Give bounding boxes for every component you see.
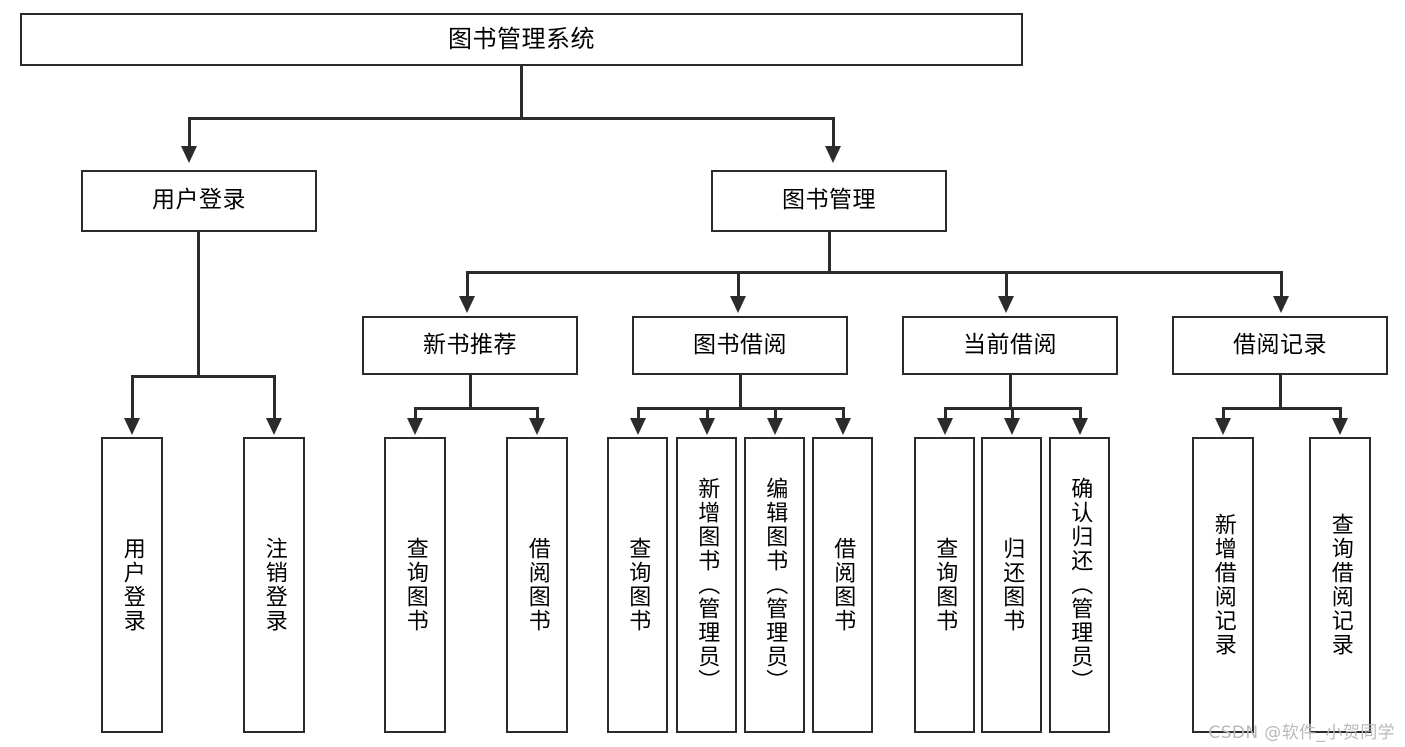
node-label: 图书管理 <box>782 187 876 214</box>
connector-br-stem <box>1279 375 1282 407</box>
leaf-bb-edit-book-admin[interactable]: 编辑图书（管理员） <box>744 437 805 733</box>
node-label: 注销登录 <box>261 537 287 633</box>
connector-nbr-branch-2 <box>536 407 539 420</box>
node-borrow-record[interactable]: 借阅记录 <box>1172 316 1388 375</box>
arrowhead-bb-leaf-4 <box>835 418 851 435</box>
arrowhead-cb-leaf-1 <box>937 418 953 435</box>
node-label: 借阅记录 <box>1233 331 1327 358</box>
arrowhead-user-login <box>181 146 197 163</box>
connector-nbr-bus <box>414 407 538 410</box>
node-book-management-system[interactable]: 图书管理系统 <box>20 13 1023 66</box>
node-new-book-recommend[interactable]: 新书推荐 <box>362 316 578 375</box>
connector-br-branch-2 <box>1339 407 1342 420</box>
connector-bb-stem <box>739 375 742 407</box>
node-label: 用户登录 <box>119 537 145 633</box>
connector-bb-bus <box>637 407 844 410</box>
node-book-borrow[interactable]: 图书借阅 <box>632 316 848 375</box>
node-label: 新增借阅记录 <box>1210 513 1236 657</box>
leaf-user-login[interactable]: 用户登录 <box>101 437 163 733</box>
connector-bm-branch-1 <box>466 271 469 298</box>
arrowhead-nbr-leaf-2 <box>529 418 545 435</box>
arrowhead-book-management <box>825 146 841 163</box>
connector-root-bus <box>188 117 834 120</box>
arrowhead-br-leaf-1 <box>1215 418 1231 435</box>
connector-bm-branch-3 <box>1005 271 1008 298</box>
node-label: 借阅图书 <box>830 537 856 633</box>
node-label: 图书管理系统 <box>448 25 595 54</box>
node-label: 新书推荐 <box>423 331 517 358</box>
connector-bb-branch-1 <box>637 407 640 420</box>
connector-book-management-stem <box>828 232 831 271</box>
connector-cb-branch-3 <box>1079 407 1082 420</box>
leaf-bb-borrow-book[interactable]: 借阅图书 <box>812 437 873 733</box>
node-current-borrow[interactable]: 当前借阅 <box>902 316 1118 375</box>
node-label: 归还图书 <box>999 537 1025 633</box>
connector-root-stem <box>520 66 523 117</box>
connector-nbr-branch-1 <box>414 407 417 420</box>
arrowhead-leaf-user-login <box>124 418 140 435</box>
connector-cb-stem <box>1009 375 1012 407</box>
leaf-cb-return-book[interactable]: 归还图书 <box>981 437 1042 733</box>
connector-book-management-bus <box>466 271 1283 274</box>
leaf-br-query-record[interactable]: 查询借阅记录 <box>1309 437 1371 733</box>
connector-br-bus <box>1222 407 1341 410</box>
arrowhead-nbr-leaf-1 <box>407 418 423 435</box>
node-label: 图书借阅 <box>693 331 787 358</box>
connector-cb-branch-2 <box>1011 407 1014 420</box>
arrowhead-bb-leaf-3 <box>767 418 783 435</box>
node-book-management[interactable]: 图书管理 <box>711 170 947 232</box>
leaf-cb-confirm-return-admin[interactable]: 确认归还（管理员） <box>1049 437 1110 733</box>
node-label: 查询图书 <box>932 537 958 633</box>
connector-root-to-user-login <box>188 117 191 148</box>
node-label: 查询借阅记录 <box>1327 513 1353 657</box>
arrowhead-new-book-recommend <box>459 296 475 313</box>
node-label: 查询图书 <box>625 537 651 633</box>
connector-bb-branch-2 <box>706 407 709 420</box>
node-user-login[interactable]: 用户登录 <box>81 170 317 232</box>
connector-bb-branch-4 <box>842 407 845 420</box>
connector-user-login-stem <box>197 232 200 375</box>
connector-bb-branch-3 <box>774 407 777 420</box>
arrowhead-bb-leaf-2 <box>699 418 715 435</box>
arrowhead-current-borrow <box>998 296 1014 313</box>
leaf-bb-add-book-admin[interactable]: 新增图书（管理员） <box>676 437 737 733</box>
node-label: 当前借阅 <box>963 331 1057 358</box>
connector-user-login-bus <box>131 375 276 378</box>
connector-bm-branch-2 <box>737 271 740 298</box>
arrowhead-book-borrow <box>730 296 746 313</box>
leaf-logout[interactable]: 注销登录 <box>243 437 305 733</box>
node-label: 借阅图书 <box>524 537 550 633</box>
connector-root-to-book-management <box>832 117 835 148</box>
connector-bm-branch-4 <box>1280 271 1283 298</box>
leaf-nbr-borrow-book[interactable]: 借阅图书 <box>506 437 568 733</box>
arrowhead-br-leaf-2 <box>1332 418 1348 435</box>
arrowhead-cb-leaf-3 <box>1072 418 1088 435</box>
node-label: 查询图书 <box>402 537 428 633</box>
leaf-br-add-record[interactable]: 新增借阅记录 <box>1192 437 1254 733</box>
leaf-nbr-query-book[interactable]: 查询图书 <box>384 437 446 733</box>
connector-user-login-branch-2 <box>273 375 276 420</box>
connector-nbr-stem <box>469 375 472 407</box>
node-label: 编辑图书（管理员） <box>762 477 788 693</box>
leaf-bb-query-book[interactable]: 查询图书 <box>607 437 668 733</box>
arrowhead-bb-leaf-1 <box>630 418 646 435</box>
connector-cb-branch-1 <box>944 407 947 420</box>
watermark: CSDN @软件_小贺同学 <box>1208 723 1395 743</box>
arrowhead-cb-leaf-2 <box>1004 418 1020 435</box>
arrowhead-leaf-logout <box>266 418 282 435</box>
arrowhead-borrow-record <box>1273 296 1289 313</box>
connector-br-branch-1 <box>1222 407 1225 420</box>
connector-user-login-branch-1 <box>131 375 134 420</box>
node-label: 用户登录 <box>152 187 246 214</box>
node-label: 确认归还（管理员） <box>1067 477 1093 693</box>
node-label: 新增图书（管理员） <box>694 477 720 693</box>
leaf-cb-query-book[interactable]: 查询图书 <box>914 437 975 733</box>
